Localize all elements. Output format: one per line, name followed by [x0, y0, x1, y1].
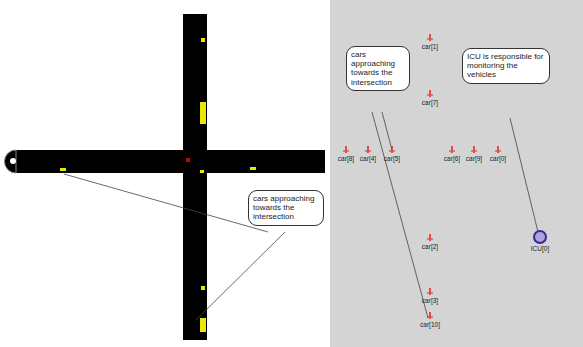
right-panel [330, 0, 583, 347]
leader-line [372, 112, 428, 318]
car-icon [365, 146, 371, 153]
leader-line [64, 174, 268, 232]
car-icon [389, 146, 395, 153]
car-label: car[8] [338, 155, 354, 162]
car-label: car[10] [420, 321, 440, 328]
car-label: car[7] [422, 99, 438, 106]
car-icon [427, 234, 433, 241]
leader-line [382, 112, 392, 150]
car-icon [343, 146, 349, 153]
leader-line [510, 118, 538, 232]
car-icon [427, 34, 433, 41]
icu-label: ICU[0] [531, 245, 549, 252]
car-label: car[1] [422, 43, 438, 50]
car [60, 168, 66, 171]
left-panel [0, 0, 328, 347]
car-label: car[4] [360, 155, 376, 162]
road-end-mark [10, 158, 16, 164]
car-label: car[2] [422, 243, 438, 250]
callout-text: ICU is responsible for monitoring the ve… [467, 52, 545, 80]
signal [186, 158, 190, 162]
road-vertical [183, 14, 207, 340]
road-horizontal [12, 150, 325, 173]
car-label: car[6] [444, 155, 460, 162]
car-icon [449, 146, 455, 153]
car [201, 286, 205, 290]
car-icon [427, 288, 433, 295]
car-label: car[9] [466, 155, 482, 162]
car-icon [427, 90, 433, 97]
callout-bubble: cars approaching towards the intersectio… [248, 190, 324, 226]
car-label: car[5] [384, 155, 400, 162]
car [200, 102, 206, 124]
car [200, 170, 204, 173]
callout-text: cars approaching towards the intersectio… [253, 194, 319, 222]
car-icon [495, 146, 501, 153]
leader-line [196, 232, 285, 320]
car [201, 38, 205, 42]
callout-bubble: cars approaching towards the intersectio… [346, 46, 410, 91]
callout-text: cars approaching towards the intersectio… [351, 50, 405, 87]
road-end [4, 150, 16, 173]
car [250, 167, 256, 170]
car-label: car[3] [422, 297, 438, 304]
car [200, 318, 206, 332]
car-icon [427, 312, 433, 319]
car-icon [471, 146, 477, 153]
callout-bubble: ICU is responsible for monitoring the ve… [462, 48, 550, 84]
car-label: car[0] [490, 155, 506, 162]
icu-icon [534, 231, 546, 243]
